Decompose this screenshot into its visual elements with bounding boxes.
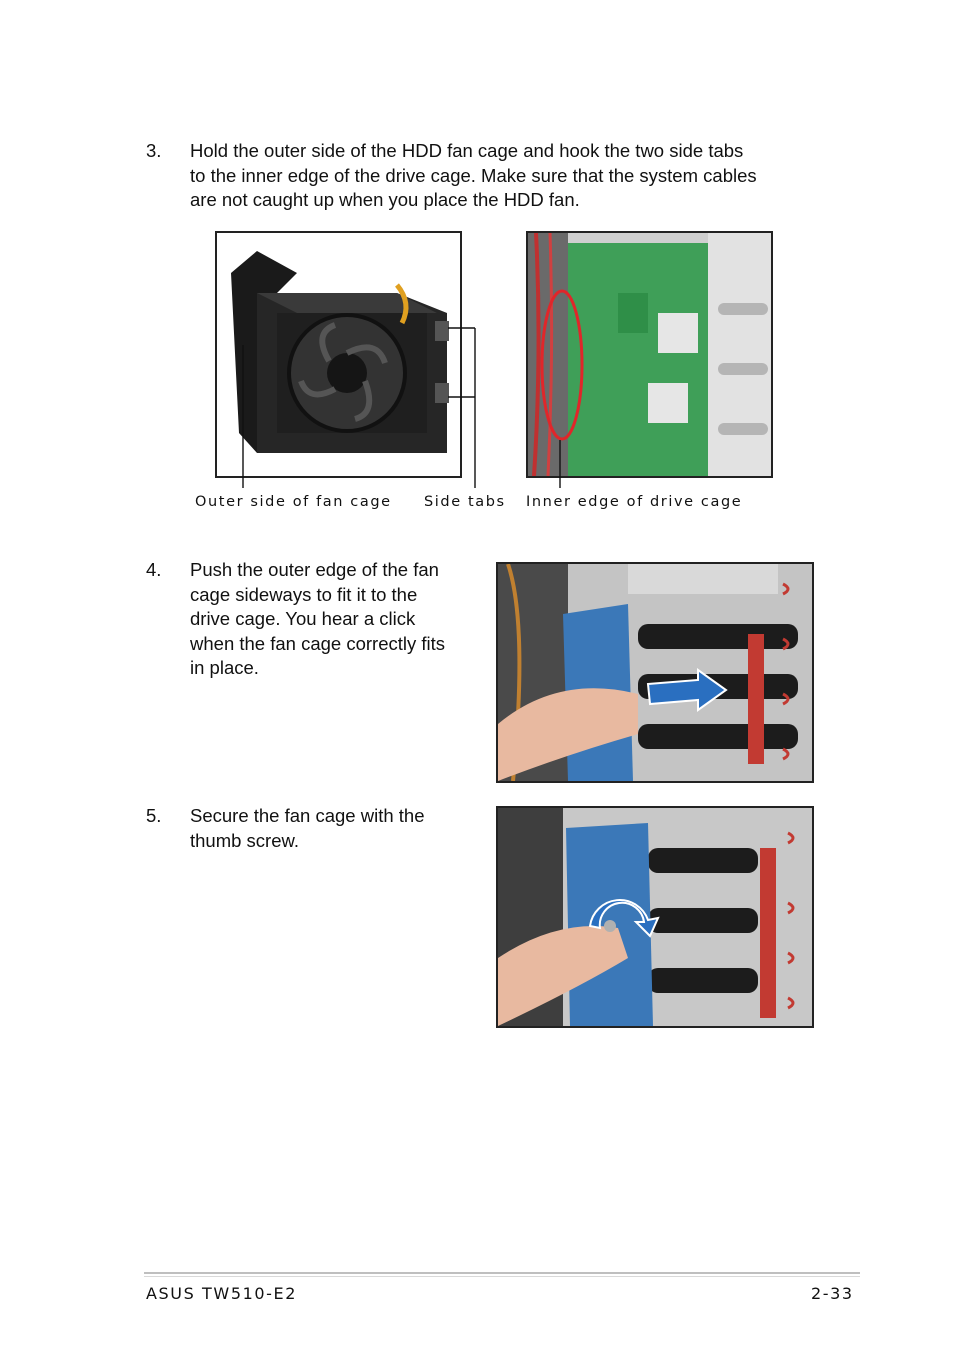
step-text: Hold the outer side of the HDD fan cage … — [190, 139, 757, 213]
step-text-line: Push the outer edge of the fan — [190, 559, 439, 580]
drive-cage-photo — [526, 231, 773, 478]
step-3: 3. Hold the outer side of the HDD fan ca… — [146, 139, 826, 215]
step-number: 3. — [146, 140, 162, 161]
callout-inner-edge: Inner edge of drive cage — [526, 494, 743, 510]
step-5: 5. Secure the fan cage with the thumb sc… — [146, 804, 486, 856]
step-text: Secure the fan cage with the thumb screw… — [190, 804, 424, 853]
push-fan-cage-photo — [496, 562, 814, 783]
callout-outer-side: Outer side of fan cage — [195, 494, 392, 510]
footer-divider-thin — [144, 1276, 860, 1277]
step-number: 5. — [146, 805, 162, 826]
step-text-line: Secure the fan cage with the — [190, 805, 425, 826]
step-text-line: Hold the outer side of the HDD fan cage … — [190, 140, 744, 161]
step-number: 4. — [146, 559, 162, 580]
step-text-line: cage sideways to fit it to the — [190, 583, 418, 605]
footer-product-name: ASUS TW510-E2 — [146, 1284, 298, 1303]
step-text-line: to the inner edge of the drive cage. Mak… — [190, 164, 757, 186]
step-text: Push the outer edge of the fan cage side… — [190, 558, 445, 681]
thumb-screw-photo — [496, 806, 814, 1028]
step-text-line: in place. — [190, 657, 259, 678]
footer-divider — [144, 1272, 860, 1274]
step-text-line: drive cage. You hear a click — [190, 608, 416, 629]
step-text-line: when the fan cage correctly fits — [190, 632, 446, 654]
fan-cage-photo — [215, 231, 462, 478]
callout-leader-lines — [242, 327, 561, 488]
footer-page-number: 2-33 — [811, 1284, 854, 1303]
step-4: 4. Push the outer edge of the fan cage s… — [146, 558, 486, 683]
step-text-line: thumb screw. — [190, 829, 299, 851]
step-text-line: are not caught up when you place the HDD… — [190, 189, 580, 210]
callout-side-tabs: Side tabs — [424, 494, 506, 510]
